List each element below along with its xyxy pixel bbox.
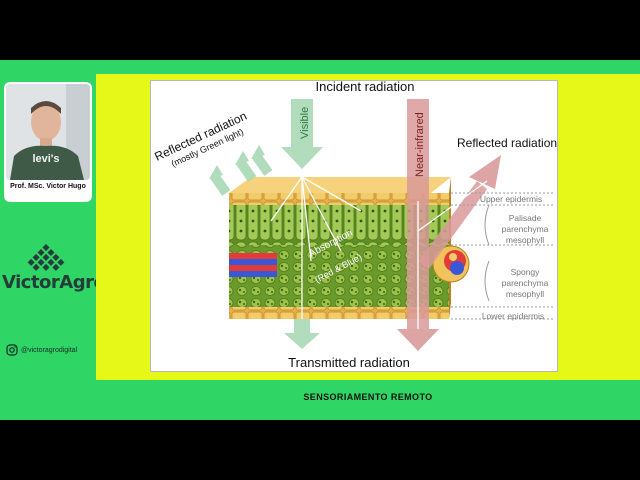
leaf-radiation-diagram: Visible <box>150 79 558 372</box>
layer-spongy-3: mesophyll <box>506 289 544 299</box>
instagram-text: @victoragrodigital <box>21 346 78 354</box>
transmitted-label: Transmitted radiation <box>288 355 410 370</box>
shirt-logo: levi's <box>32 153 59 165</box>
logo-diamond-icon <box>27 244 65 271</box>
brand-logo: VictorAgro <box>0 240 106 296</box>
layer-labels: Upper epidermis Palisade parenchyma meso… <box>451 192 555 321</box>
nir-label: Near-infrared <box>414 112 426 177</box>
slide-caption: SENSORIAMENTO REMOTO <box>303 392 433 402</box>
layer-upper-epidermis: Upper epidermis <box>480 194 542 204</box>
instagram-handle: @victoragrodigital <box>6 343 77 357</box>
incident-label: Incident radiation <box>315 81 414 94</box>
visible-rays <box>245 154 362 329</box>
visible-label: Visible <box>299 107 311 139</box>
visible-arrow: Visible <box>281 99 323 169</box>
instagram-icon <box>6 344 18 356</box>
reflected-right-label: Reflected radiation <box>457 136 557 150</box>
layer-lower-epidermis: Lower epidermis <box>482 311 544 321</box>
reflected-green-arrows <box>209 145 273 196</box>
layer-spongy-2: parenchyma <box>502 278 549 288</box>
layer-palisade-1: Palisade <box>509 213 542 223</box>
presenter-name: Prof. MSc. Victor Hugo <box>10 183 86 190</box>
transmitted-arrow <box>284 319 320 349</box>
presenter-video: levi's <box>6 84 90 180</box>
presenter-webcam: levi's Prof. MSc. Victor Hugo <box>4 82 92 202</box>
layer-spongy-1: Spongy <box>511 267 541 277</box>
logo-text: VictorAgro <box>2 272 106 293</box>
layer-palisade-2: parenchyma <box>502 224 549 234</box>
layer-palisade-3: mesophyll <box>506 235 544 245</box>
nir-arrow: Near-infrared <box>397 99 501 351</box>
